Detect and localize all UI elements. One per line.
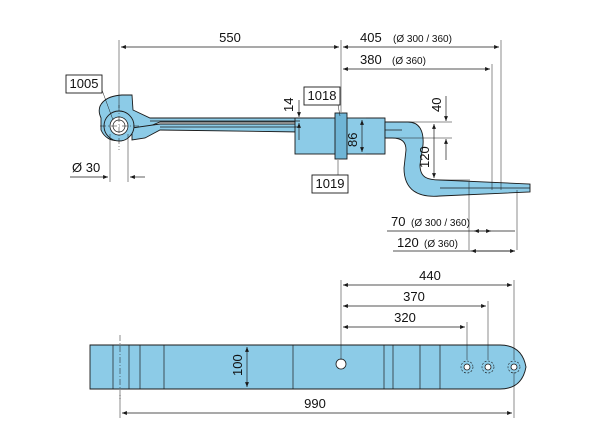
dim-550-label: 550 — [219, 30, 241, 45]
dim-320-label: 320 — [394, 310, 416, 325]
dim-370: 370 — [343, 289, 489, 360]
dim-990: 990 — [119, 372, 515, 418]
dim-40-label: 40 — [429, 98, 444, 112]
dim-120-vertical-label: 120 — [417, 146, 432, 168]
dim-405-label: 405 — [360, 30, 382, 45]
dim-320: 320 — [343, 310, 468, 360]
dim-405-note: (Ø 300 / 360) — [393, 34, 452, 45]
dim-100: 100 — [230, 347, 249, 387]
dim-120-vertical: 120 — [417, 124, 470, 181]
dim-40: 40 — [388, 96, 452, 160]
dim-380-label: 380 — [360, 52, 382, 67]
dim-120-horizontal-label: 120 — [397, 235, 419, 250]
spring-eye — [100, 105, 140, 150]
dim-100-label: 100 — [230, 354, 245, 376]
side-view: 550 405 (Ø 300 / 360) 380 (Ø 360) 14 — [65, 30, 531, 253]
dim-86: 86 — [345, 117, 385, 155]
top-view: 440 370 320 100 990 — [89, 268, 527, 418]
callout-1019-label: 1019 — [316, 176, 345, 191]
callout-1019: 1019 — [311, 160, 349, 194]
callout-1018: 1018 — [303, 86, 341, 117]
dim-dia30: Ø 30 — [70, 134, 145, 182]
dim-440: 440 — [340, 268, 515, 360]
dim-380-note: (Ø 360) — [392, 56, 426, 67]
dim-550: 550 — [118, 30, 342, 112]
dim-14-label: 14 — [281, 98, 296, 112]
dim-120-horizontal: 120 (Ø 360) — [393, 235, 515, 253]
dim-380: 380 (Ø 360) — [343, 52, 493, 190]
callout-1018-label: 1018 — [308, 88, 337, 103]
dim-70-label: 70 — [391, 214, 405, 229]
dim-86-label: 86 — [345, 133, 360, 147]
leaf-spring-top — [89, 335, 527, 399]
dim-440-label: 440 — [419, 268, 441, 283]
dim-990-label: 990 — [304, 396, 326, 411]
dim-dia30-label: Ø 30 — [72, 160, 100, 175]
callout-1005-label: 1005 — [70, 76, 99, 91]
dim-120-horizontal-note: (Ø 360) — [424, 239, 458, 250]
dim-405: 405 (Ø 300 / 360) — [343, 30, 502, 190]
callout-1005: 1005 — [65, 74, 114, 121]
dim-370-label: 370 — [403, 289, 425, 304]
dim-14: 14 — [281, 98, 332, 140]
dim-70-note: (Ø 300 / 360) — [411, 218, 470, 229]
dim-70: 70 (Ø 300 / 360) — [387, 182, 518, 250]
